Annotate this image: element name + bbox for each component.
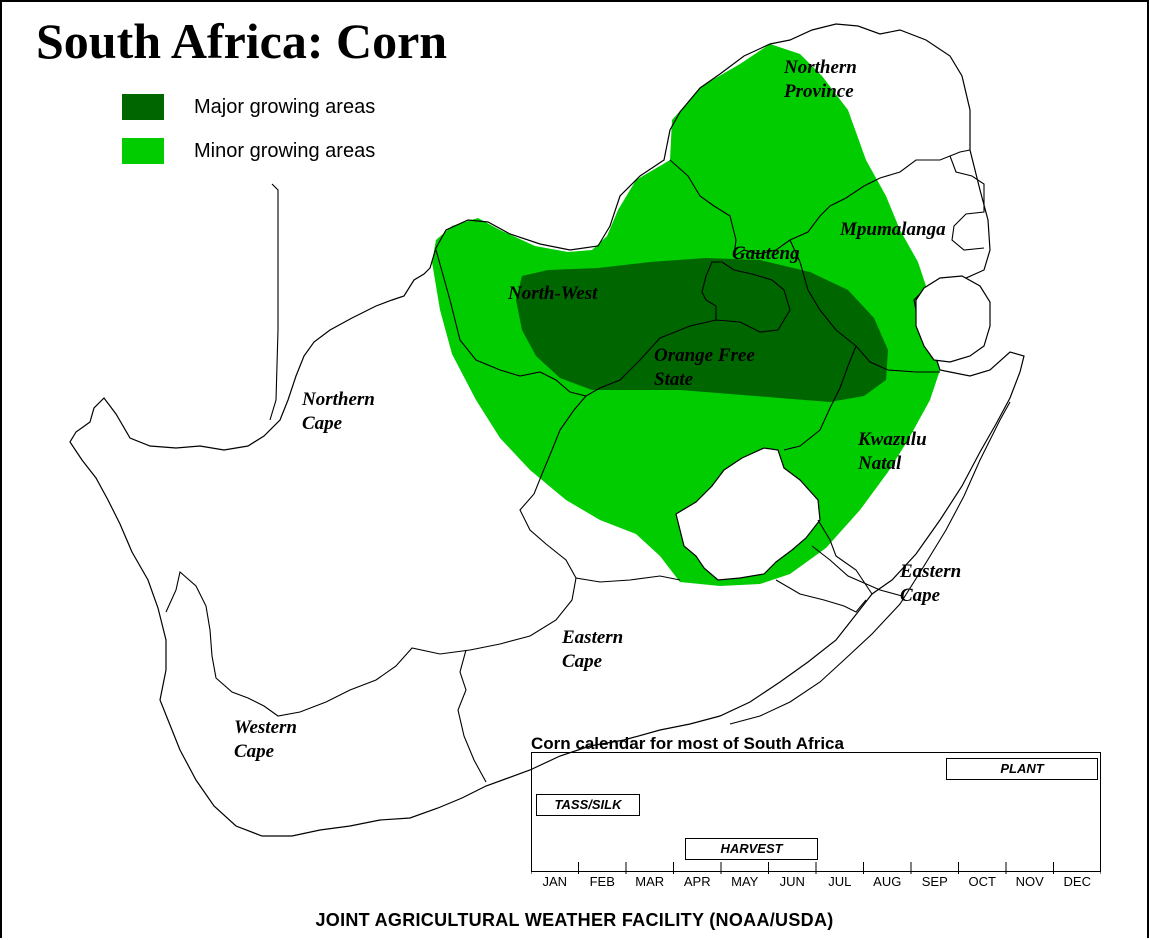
region-label-kwazulu-natal: Kwazulu Natal xyxy=(858,429,927,474)
region-label-northern-cape: Northern Cape xyxy=(302,389,375,434)
region-label-north-west: North-West xyxy=(508,283,598,304)
region-label-mpumalanga: Mpumalanga xyxy=(840,219,946,240)
month-label: APR xyxy=(683,874,711,889)
month-label: FEB xyxy=(589,874,615,889)
month-label: DEC xyxy=(1063,874,1091,889)
region-label-orange-free-state: Orange Free State xyxy=(654,345,755,390)
region-label-gauteng: Gauteng xyxy=(732,243,800,264)
month-label: AUG xyxy=(873,874,902,889)
legend-swatch-major xyxy=(122,94,164,120)
major-growing-area xyxy=(516,258,888,402)
phase-harvest: HARVEST xyxy=(685,838,818,860)
region-label-northern-province: Northern Province xyxy=(784,57,857,102)
legend-label-major: Major growing areas xyxy=(194,95,376,118)
footer-credit: JOINT AGRICULTURAL WEATHER FACILITY (NOA… xyxy=(315,910,834,930)
legend-item-major: Major growing areas xyxy=(122,92,375,122)
month-label: MAR xyxy=(635,874,665,889)
swaziland xyxy=(915,275,991,363)
lesotho xyxy=(675,447,821,581)
phase-tass-silk: TASS/SILK xyxy=(536,794,640,816)
month-label: JUN xyxy=(779,874,805,889)
legend-swatch-minor xyxy=(122,138,164,164)
month-label: JAN xyxy=(542,874,568,889)
legend-item-minor: Minor growing areas xyxy=(122,136,375,166)
map-title: South Africa: Corn xyxy=(36,13,448,69)
month-label: JUL xyxy=(828,874,852,889)
month-label: OCT xyxy=(968,874,996,889)
month-label: SEP xyxy=(921,874,948,889)
province-borders xyxy=(165,149,1011,783)
month-label: NOV xyxy=(1015,874,1044,889)
phase-plant: PLANT xyxy=(946,758,1098,780)
month-label: MAY xyxy=(731,874,759,889)
legend-label-minor: Minor growing areas xyxy=(194,139,376,162)
region-label-western-cape: Western Cape xyxy=(234,717,297,762)
country-border xyxy=(69,23,1025,837)
calendar-title: Corn calendar for most of South Africa xyxy=(531,734,844,753)
region-label-eastern-cape-south: Eastern Cape xyxy=(562,627,624,672)
region-label-eastern-cape-east: Eastern Cape xyxy=(900,561,962,606)
calendar-ticks xyxy=(531,862,1101,874)
